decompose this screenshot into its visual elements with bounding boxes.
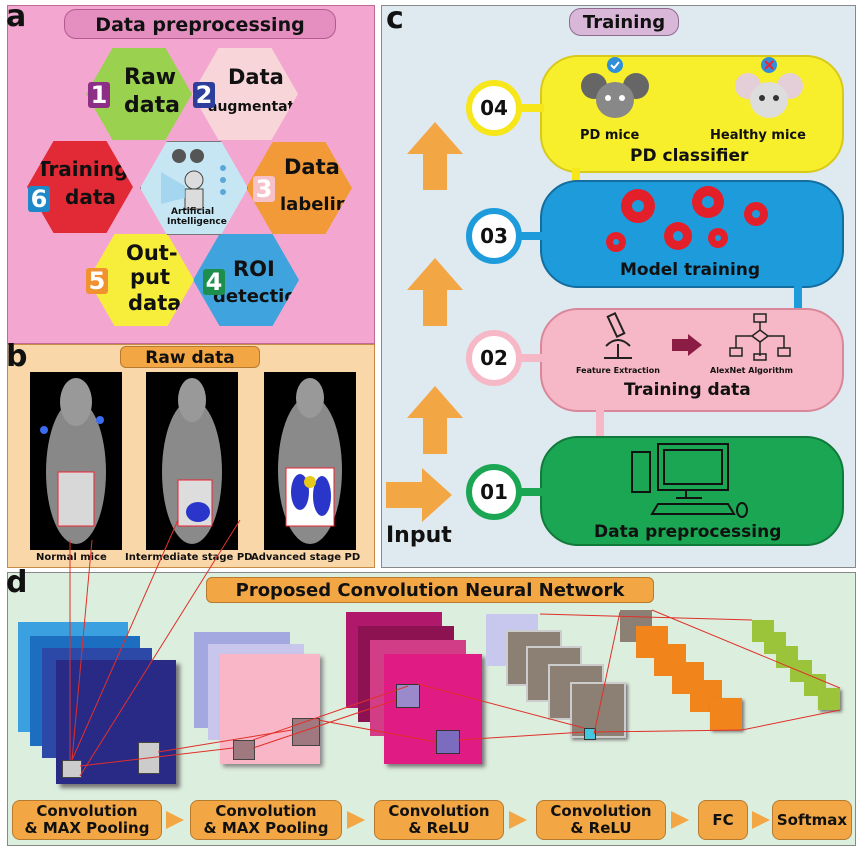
stage-02-connector xyxy=(518,354,544,362)
pipeline-arrow-icon xyxy=(671,811,689,829)
kernel-3a xyxy=(396,684,420,708)
algorithm-flowchart-icon xyxy=(729,313,791,361)
pipeline-arrow-icon xyxy=(509,811,527,829)
stage-01-connector xyxy=(518,488,544,496)
stage-02-sub1: Feature Extraction xyxy=(576,366,660,375)
stage-03-pill xyxy=(540,180,844,288)
pipeline-step-3-line1: Convolution xyxy=(388,802,490,820)
pipeline-step-2-line2: & MAX Pooling xyxy=(203,819,329,837)
microscope-icon xyxy=(604,312,632,359)
up-arrow-icon xyxy=(407,122,463,190)
pd-mouse-icon xyxy=(581,57,649,118)
hex-artificial-intelligence: Artificial Intelligence xyxy=(140,141,248,235)
step-5-badge: 5 xyxy=(86,268,108,294)
caption-normal-mice: Normal mice xyxy=(36,552,107,563)
pipeline-step-2: Convolution& MAX Pooling xyxy=(190,800,342,840)
hex-output-data-line2: put xyxy=(130,265,171,289)
gears-icon xyxy=(606,186,768,252)
hex-data-labeling-line2: labeling xyxy=(280,194,362,215)
pipeline-step-5-line1: FC xyxy=(712,811,734,829)
kernel-2a xyxy=(233,740,255,760)
pipeline-step-4-line1: Convolution xyxy=(550,802,652,820)
link-02-01 xyxy=(596,410,604,452)
pipeline-step-2-line1: Convolution xyxy=(215,802,317,820)
stage-02-pill xyxy=(540,308,844,412)
hex-roi-detection-line2: detection xyxy=(213,286,310,307)
step-1-badge: 1 xyxy=(88,82,110,108)
panel-d-title: Proposed Convolution Neural Network xyxy=(206,577,654,603)
panel-c-title: Training xyxy=(569,8,679,36)
pipeline-step-1: Convolution& MAX Pooling xyxy=(12,800,162,840)
hex-data-augmentation-line2: augmentation xyxy=(208,99,319,115)
stage-04-connector xyxy=(518,104,544,112)
pipeline-step-4: Convolution& ReLU xyxy=(536,800,666,840)
stage-02-title: Training data xyxy=(624,380,751,400)
panel-b-title: Raw data xyxy=(120,346,260,368)
computer-icon xyxy=(631,443,748,518)
feature-map-3d xyxy=(384,654,482,764)
fc-map-6 xyxy=(710,698,742,730)
stage-04-title: PD classifier xyxy=(630,146,749,166)
up-arrow-icon xyxy=(407,258,463,326)
hex-training-data-line2: data xyxy=(65,185,116,209)
kernel-1a xyxy=(62,760,82,778)
panel-b-label: b xyxy=(6,339,28,374)
pipeline-arrow-icon xyxy=(752,811,770,829)
hex-output-data-line1: Out- xyxy=(126,241,178,265)
pipeline-step-6: Softmax xyxy=(772,800,852,840)
pipeline-step-3-line2: & ReLU xyxy=(408,819,470,837)
healthy-mouse-icon xyxy=(735,57,803,118)
step-2-badge: 2 xyxy=(193,82,215,108)
stage-04-sub1: PD mice xyxy=(580,128,640,143)
panel-c-label: c xyxy=(386,1,404,36)
stage-03-connector xyxy=(518,232,544,240)
hex-output-data-line3: data xyxy=(128,291,182,315)
hex-raw-data-line2: data xyxy=(124,93,180,118)
pipeline-step-1-line2: & MAX Pooling xyxy=(24,819,150,837)
ai-label-line2: Intelligence xyxy=(167,217,227,227)
stage-02-sub2: AlexNet Algorithm xyxy=(710,366,793,375)
stage-01-title: Data preprocessing xyxy=(594,522,782,542)
hex-roi-detection-line1: ROI xyxy=(233,257,275,281)
ai-label-line1: Artificial xyxy=(171,207,215,217)
caption-advanced-pd: Advanced stage PD xyxy=(251,552,361,563)
ai-robot-icon xyxy=(161,149,226,210)
hex-data-augmentation-line1: Data xyxy=(228,65,284,89)
hex-raw-data-line1: Raw xyxy=(124,65,177,90)
pipeline-step-4-line2: & ReLU xyxy=(570,819,632,837)
stage-02-number: 02 xyxy=(466,330,522,386)
hex-data-labeling-line1: Data xyxy=(284,155,340,179)
mouse-image-advanced xyxy=(264,372,356,550)
arrow-right-icon xyxy=(672,334,702,356)
stage-03-title: Model training xyxy=(620,260,761,280)
panel-d-label: d xyxy=(6,565,28,600)
pipeline-step-6-line1: Softmax xyxy=(776,811,848,829)
stage-01-number: 01 xyxy=(466,464,522,520)
panel-a-label: a xyxy=(6,0,27,34)
pipeline-arrow-icon xyxy=(166,811,184,829)
panel-a-title: Data preprocessing xyxy=(64,9,336,39)
kernel-4 xyxy=(584,728,596,740)
caption-intermediate-pd: Intermediate stage PD xyxy=(125,552,253,563)
input-label: Input xyxy=(386,523,452,548)
mouse-image-intermediate xyxy=(146,372,238,550)
link-03-02 xyxy=(794,286,802,314)
up-arrow-icon xyxy=(407,386,463,454)
pipeline-step-5: FC xyxy=(698,800,748,840)
pipeline-arrow-icon xyxy=(347,811,365,829)
stage-04-sub2: Healthy mice xyxy=(710,128,806,143)
pipeline-step-1-line1: Convolution xyxy=(36,802,138,820)
hex-training-data-line1: Training xyxy=(37,157,129,181)
right-arrow-icon xyxy=(386,468,452,522)
pipeline-step-3: Convolution& ReLU xyxy=(374,800,504,840)
step-6-badge: 6 xyxy=(28,186,50,212)
feature-map-4e xyxy=(570,682,626,738)
kernel-3b xyxy=(436,730,460,754)
kernel-2b xyxy=(292,718,320,746)
step-4-badge: 4 xyxy=(203,269,225,295)
softmax-map-6 xyxy=(818,688,840,710)
step-3-badge: 3 xyxy=(253,176,275,202)
mouse-image-normal xyxy=(30,372,122,550)
